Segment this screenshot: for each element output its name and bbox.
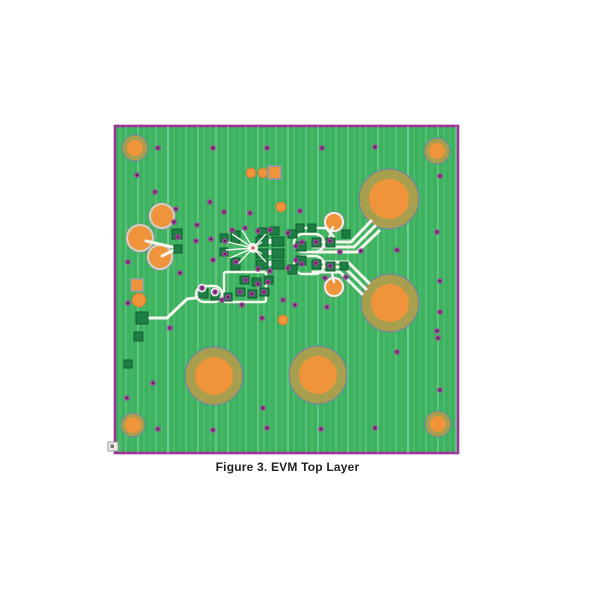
pad-bridge	[258, 250, 282, 255]
large-pad	[288, 345, 348, 405]
component-pad	[271, 259, 285, 270]
component-pad	[133, 331, 144, 342]
test-pad	[146, 243, 174, 271]
orange-dot	[277, 314, 289, 326]
copper-outline	[292, 232, 326, 254]
connector-footprint	[245, 165, 282, 180]
test-pad	[323, 276, 345, 298]
orange-dot	[131, 292, 147, 308]
pad-bridge	[258, 239, 282, 244]
component-pad	[271, 248, 285, 259]
trace	[144, 239, 174, 249]
corner-hole	[120, 412, 146, 438]
corner-hole	[423, 137, 451, 165]
component-pad	[255, 236, 269, 247]
component-pad	[135, 311, 149, 325]
component-pad	[173, 244, 183, 254]
component-pad	[271, 236, 285, 247]
test-pad	[125, 223, 155, 253]
test-pad	[323, 211, 345, 233]
board-artwork	[120, 134, 452, 438]
component-pad	[307, 223, 317, 233]
test-pad	[148, 202, 176, 230]
component-pad	[255, 259, 269, 270]
component-pad	[295, 223, 305, 233]
large-pad	[358, 168, 420, 230]
copper-outline	[222, 270, 268, 304]
pad-bridge	[258, 261, 282, 266]
corner-hole	[121, 134, 149, 162]
large-pad	[360, 273, 420, 333]
orange-square-pad	[130, 278, 144, 292]
corner-hole	[424, 410, 452, 438]
component-pad	[341, 229, 351, 239]
orange-dot	[275, 201, 287, 213]
component-pad	[123, 359, 133, 369]
ic-center-dot	[251, 246, 255, 250]
component-pad	[339, 261, 349, 271]
trace	[311, 229, 381, 254]
trace	[140, 295, 205, 320]
figure-caption: Figure 3. EVM Top Layer	[215, 460, 360, 474]
copper-outline	[194, 284, 224, 304]
ic-fanout	[225, 229, 267, 265]
large-pad	[184, 346, 244, 406]
